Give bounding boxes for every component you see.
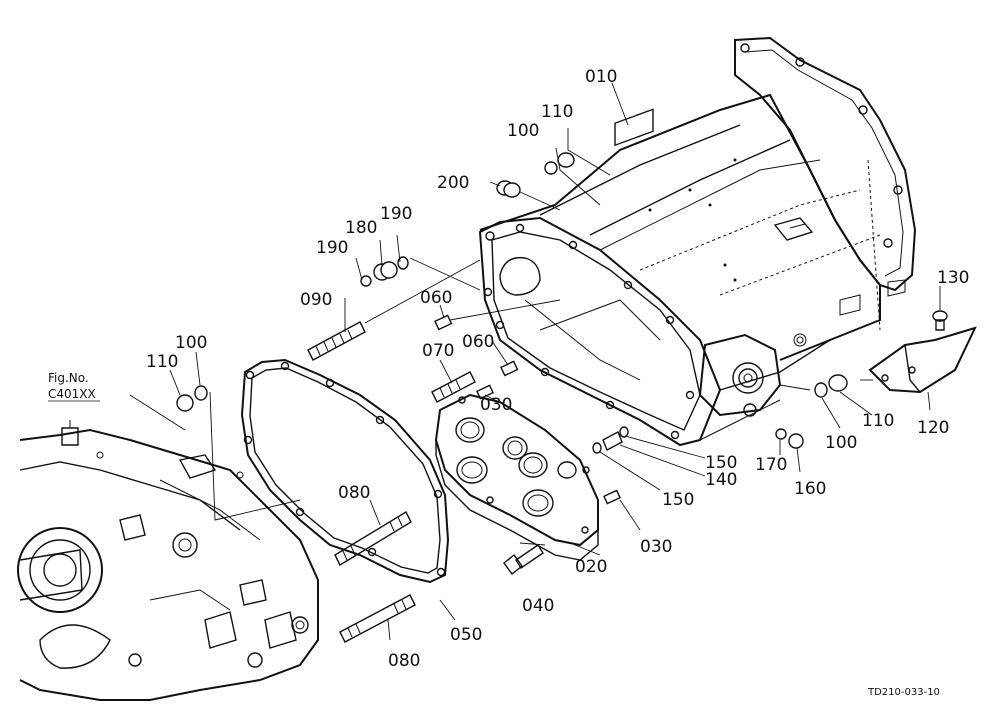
stud-090 (307, 321, 366, 361)
part-label-040: 040 (522, 596, 554, 616)
part-label-100: 100 (825, 433, 857, 453)
part-label-110: 110 (146, 352, 178, 372)
part-label-110: 110 (862, 411, 894, 431)
transmission-case (478, 36, 917, 447)
stud-070 (431, 371, 476, 403)
part-label-140: 140 (705, 470, 737, 490)
part-label-180: 180 (345, 218, 377, 238)
part-label-030: 030 (480, 395, 512, 415)
drawing-code: TD210-033-10 (867, 687, 940, 698)
bracket-120 (868, 326, 977, 394)
part-label-030: 030 (640, 537, 672, 557)
leader-lines (129, 82, 941, 641)
part-label-100: 100 (507, 121, 539, 141)
part-label-150: 150 (662, 490, 694, 510)
part-label-190: 190 (316, 238, 348, 258)
stud-080-lower (339, 594, 416, 643)
gasket (240, 358, 450, 584)
cover-plate (434, 393, 599, 561)
part-label-060: 060 (420, 288, 452, 308)
part-label-060: 060 (462, 332, 494, 352)
stud-080-upper (334, 511, 412, 566)
part-label-170: 170 (755, 455, 787, 475)
bolt-040 (503, 544, 544, 576)
part-label-200: 200 (437, 173, 469, 193)
part-label-010: 010 (585, 67, 617, 87)
part-label-070: 070 (422, 341, 454, 361)
part-label-080: 080 (388, 651, 420, 671)
part-label-050: 050 (450, 625, 482, 645)
part-label-110: 110 (541, 102, 573, 122)
part-label-130: 130 (937, 268, 969, 288)
part-label-150: 150 (705, 453, 737, 473)
part-label-100: 100 (175, 333, 207, 353)
part-label-090: 090 (300, 290, 332, 310)
part-label-080: 080 (338, 483, 370, 503)
part-label-190: 190 (380, 204, 412, 224)
part-label-160: 160 (794, 479, 826, 499)
front-transmission-assembly (17, 420, 319, 701)
figure-reference-line1: Fig.No. (48, 371, 89, 385)
figure-reference-line2: C401XX (48, 387, 96, 401)
part-label-020: 020 (575, 557, 607, 577)
part-label-120: 120 (917, 418, 949, 438)
